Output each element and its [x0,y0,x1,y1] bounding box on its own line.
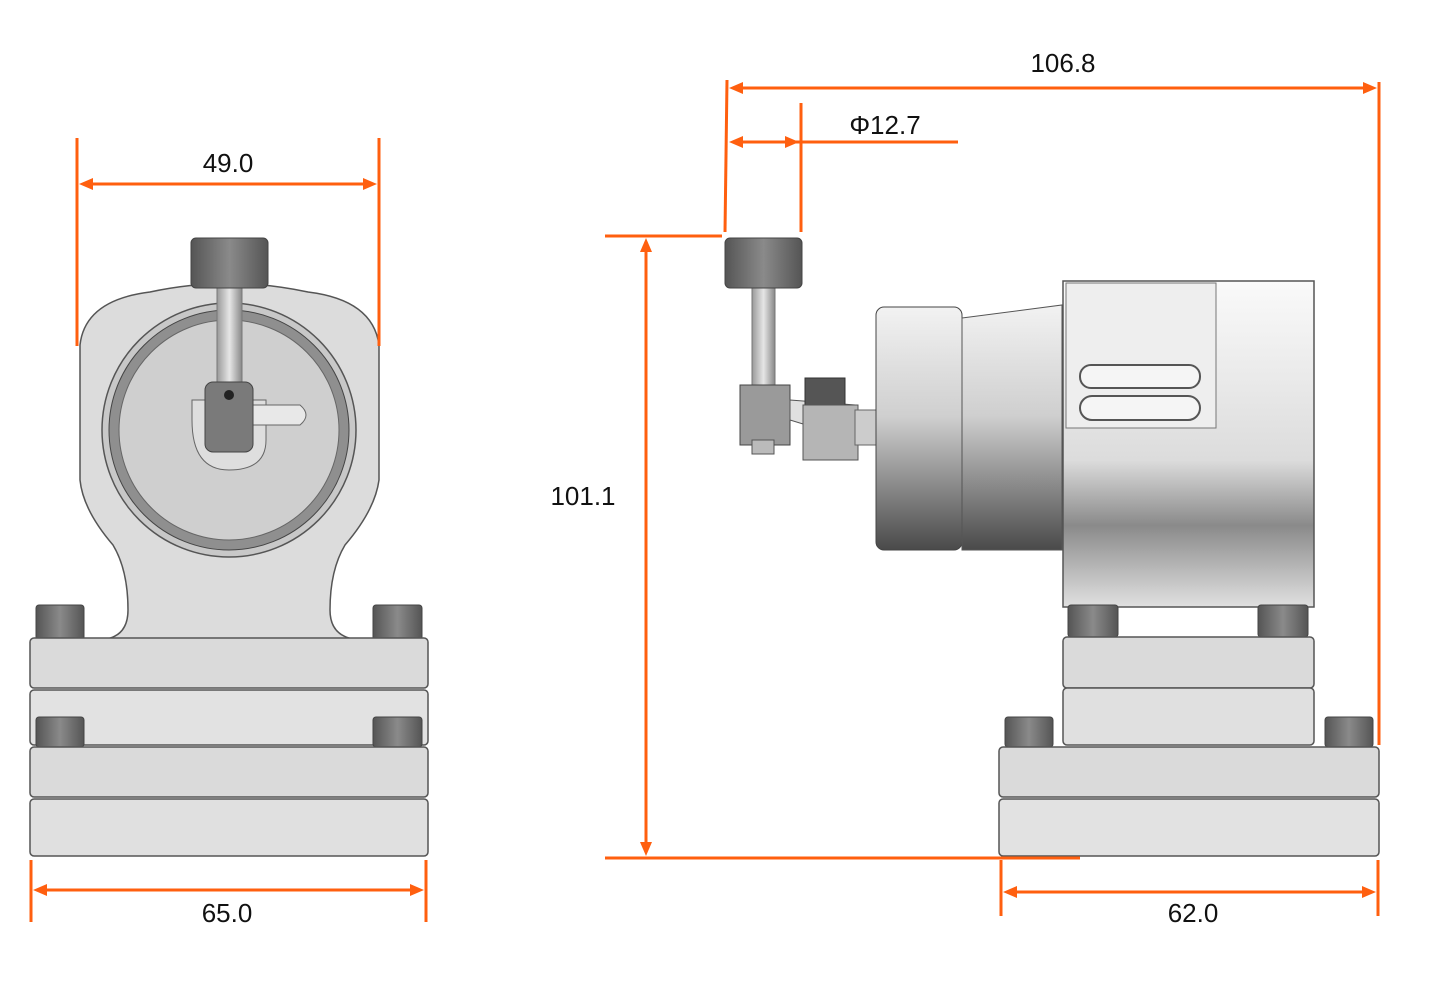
side-probe-tip [751,439,775,455]
front-bolt-left [35,604,85,641]
side-bolt-left [1067,604,1119,638]
side-slot-2 [1079,395,1201,421]
front-lever [239,404,307,426]
front-set-screw [224,390,234,400]
side-view [724,237,1380,857]
front-bolt-right-2 [372,716,423,748]
side-bolt-right-2 [1324,716,1374,748]
dimension-phi-12-7: Φ12.7 [729,103,958,232]
side-rotary-hub [802,404,859,461]
dimension-101-1: 101.1 [550,234,1080,860]
dimension-label: 101.1 [550,481,615,511]
side-screw [804,377,846,409]
side-bolt-left-2 [1004,716,1054,748]
front-shaft [216,287,243,386]
front-view [29,237,429,857]
side-shaft [751,287,776,386]
dimension-65: 65.0 [29,860,428,928]
front-base-plate-3 [29,746,429,798]
dimension-label: 106.8 [1030,48,1095,78]
dimension-49: 49.0 [75,138,381,346]
side-cylinder [875,306,963,551]
side-plate-1 [1062,636,1315,689]
dimension-label: 49.0 [203,148,254,178]
front-bolt-right [372,604,423,641]
front-base-plate-4 [29,798,429,857]
dimension-label: 65.0 [202,898,253,928]
side-bolt-right [1257,604,1309,638]
side-probe-clamp [739,384,791,446]
dimension-62: 62.0 [999,860,1380,928]
front-base-plate-1 [29,637,429,689]
front-bolt-left-2 [35,716,85,748]
side-slot-1 [1079,364,1201,389]
side-hub-shaft [854,409,878,446]
front-knob [190,237,269,289]
dimension-label: 62.0 [1168,898,1219,928]
side-plate-2 [1062,687,1315,746]
dimension-label: Φ12.7 [849,110,920,140]
front-probe-holder [204,381,254,453]
front-base-plate-2 [29,689,429,746]
dimension-106-8: 106.8 [723,48,1381,745]
side-cone [961,304,1063,551]
side-plate-3 [998,746,1380,798]
side-plate-4 [998,798,1380,857]
side-knob [724,237,803,289]
